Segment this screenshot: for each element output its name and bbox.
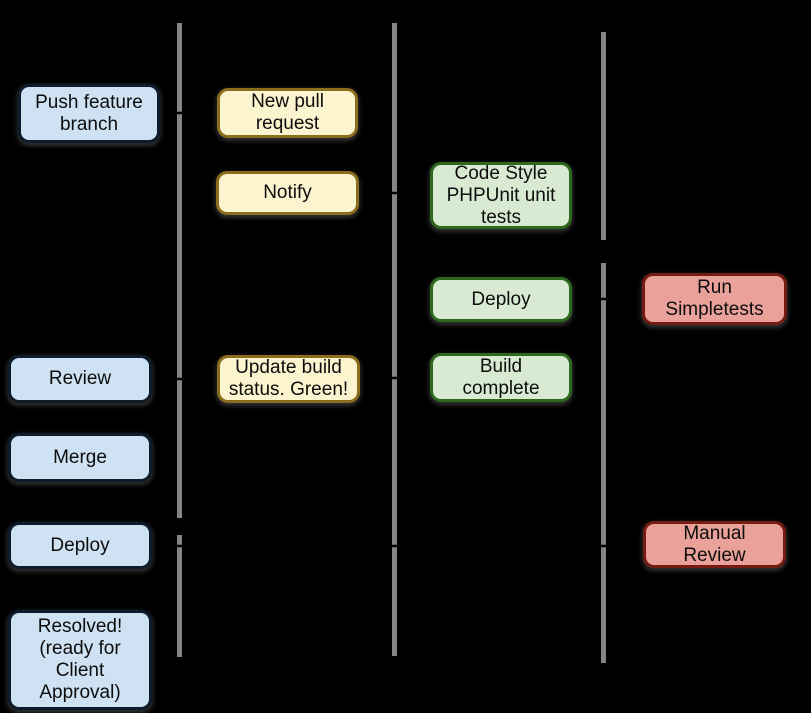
arrow-label-marks-group	[174, 240, 608, 535]
update-build-status-node-label: Update build status. Green!	[228, 357, 349, 400]
build-complete-node: Build complete	[430, 353, 572, 402]
notify-node: Notify	[216, 171, 359, 215]
code-style-tests-node-label: Code Style PHPUnit unit tests	[446, 162, 556, 228]
run-simpletests-node: Run Simpletests	[642, 273, 787, 325]
deploy-release-node-label: Deploy	[50, 534, 110, 556]
lifelines-group	[177, 23, 606, 663]
resolved-node-label: Resolved! (ready for Client Approval)	[37, 616, 123, 703]
review-node-label: Review	[48, 368, 112, 389]
resolved-node: Resolved! (ready for Client Approval)	[8, 610, 152, 710]
deploy-ci-node: Deploy	[430, 277, 572, 322]
hidden-label-mark-1	[174, 518, 185, 535]
manual-review-node: Manual Review	[643, 521, 786, 568]
merge-node-label: Merge	[53, 446, 107, 468]
lifeline-1	[177, 23, 182, 657]
manual-review-node-label: Manual Review	[683, 522, 746, 566]
build-complete-node-label: Build complete	[462, 355, 540, 399]
hidden-label-mark-2	[599, 240, 608, 263]
code-style-tests-node: Code Style PHPUnit unit tests	[430, 162, 572, 229]
new-pull-request-node: New pull request	[217, 88, 358, 138]
lifeline-3	[601, 32, 606, 663]
arrows-group	[75, 108, 640, 551]
run-simpletests-node-label: Run Simpletests	[665, 277, 764, 320]
push-feature-branch-node: Push feature branch	[18, 84, 160, 143]
deploy-ci-node-label: Deploy	[471, 288, 531, 310]
update-build-status-node: Update build status. Green!	[217, 355, 360, 403]
deploy-release-node: Deploy	[8, 522, 152, 569]
push-feature-branch-node-label: Push feature branch	[35, 91, 143, 135]
review-node: Review	[8, 355, 152, 403]
notify-node-label: Notify	[263, 182, 312, 203]
new-pull-request-node-label: New pull request	[251, 91, 324, 134]
lifeline-2	[392, 23, 397, 656]
merge-node: Merge	[8, 433, 152, 482]
